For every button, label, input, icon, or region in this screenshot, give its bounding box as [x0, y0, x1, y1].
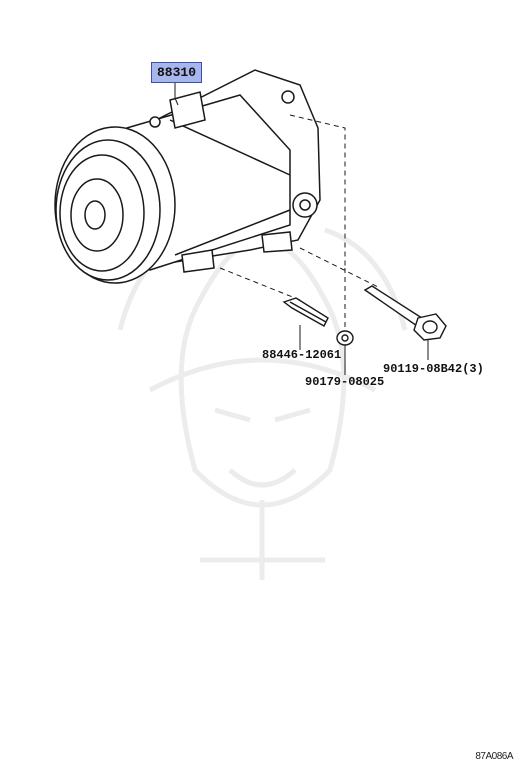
callout-nut-number[interactable]: 90179-08025: [305, 375, 385, 389]
illustration-code: 87A086A: [475, 751, 513, 762]
stud-bolt-illustration: [282, 297, 329, 327]
watermark-logo: [117, 227, 408, 580]
leader-lines: [174, 82, 429, 375]
callout-bolt-number: 90119-08B42: [383, 362, 463, 376]
nut-illustration: [336, 330, 354, 346]
bolt-illustration: [363, 285, 447, 341]
callout-bolt[interactable]: 90119-08B42(3): [383, 362, 484, 376]
callout-stud-bolt-number[interactable]: 88446-12061: [262, 348, 342, 362]
compressor-illustration: [54, 69, 321, 284]
callout-bolt-quantity: (3): [462, 362, 484, 376]
main-part-number-label[interactable]: 88310: [151, 62, 202, 83]
